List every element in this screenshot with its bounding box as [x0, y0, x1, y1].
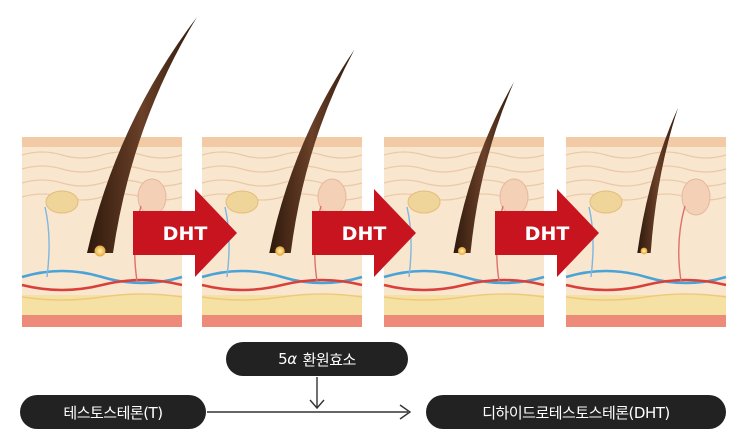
dht-arrow-2: DHT [312, 189, 416, 277]
skin-line [21, 165, 183, 173]
hair-strand-1 [87, 17, 197, 253]
dht-arrow-3: DHT [495, 189, 599, 277]
arrow-shape [312, 189, 416, 277]
fat-line [565, 293, 727, 301]
fat-layer [22, 295, 182, 315]
dht-arrow-1: DHT [133, 189, 237, 277]
fat-layer [384, 295, 544, 315]
muscle-tissue [317, 178, 347, 216]
arrow-label: DHT [525, 223, 570, 245]
muscle-tissue [499, 178, 529, 216]
hair-bulb-1 [94, 245, 106, 257]
epidermis [566, 137, 726, 147]
skin-line [21, 151, 183, 159]
arrow-shape [495, 189, 599, 277]
substrate-label: 테스토스테론(T) [20, 395, 206, 429]
fat-layer [566, 295, 726, 315]
fat-layer [202, 295, 362, 315]
artery [201, 278, 363, 292]
fat-line [383, 293, 545, 301]
dermis-base [22, 315, 182, 327]
sebaceous-gland [589, 190, 623, 214]
fat-line [21, 293, 183, 301]
skin-line [201, 165, 363, 173]
enzyme-number: 5 [278, 350, 288, 368]
hair-strand-3 [453, 82, 514, 253]
dermis-base [566, 315, 726, 327]
dermis-base [202, 315, 362, 327]
sebaceous-gland [45, 190, 79, 214]
epidermis [202, 137, 362, 147]
skin-line [383, 165, 545, 173]
muscle-tissue [137, 178, 167, 216]
hair-bulb-4 [640, 247, 648, 255]
epidermis [384, 137, 544, 147]
enzyme-text: 환원효소 [302, 350, 357, 369]
enzyme-greek: α [287, 350, 297, 368]
reaction-arrowhead [399, 404, 412, 420]
artery [383, 278, 545, 292]
skin-line [565, 165, 727, 173]
hair-strand-4 [637, 108, 678, 253]
hair-strands [87, 17, 678, 257]
dht-arrows: DHT DHT DHT [133, 189, 599, 277]
epidermis [22, 137, 182, 147]
reaction-connector [207, 377, 412, 420]
capillary [44, 206, 50, 278]
hair-bulb-3 [458, 247, 466, 255]
hair-bulb-2 [275, 246, 285, 256]
hair-strand-2 [269, 49, 355, 253]
capillary [406, 206, 412, 278]
skin-line [383, 151, 545, 159]
arrow-shape [133, 189, 237, 277]
sebaceous-gland [225, 190, 259, 214]
artery [21, 278, 183, 292]
product-label: 디하이드로테스토스테론(DHT) [426, 395, 726, 429]
arrow-label: DHT [342, 223, 387, 245]
sebaceous-gland [407, 190, 441, 214]
dermis-base [384, 315, 544, 327]
artery [565, 278, 727, 292]
skin-line [565, 151, 727, 159]
capillary [678, 205, 686, 282]
fat-line [201, 293, 363, 301]
arrow-label: DHT [163, 223, 208, 245]
muscle-tissue [681, 178, 711, 216]
capillary [588, 206, 594, 278]
enzyme-arrowhead [309, 399, 325, 410]
skin-line [201, 151, 363, 159]
